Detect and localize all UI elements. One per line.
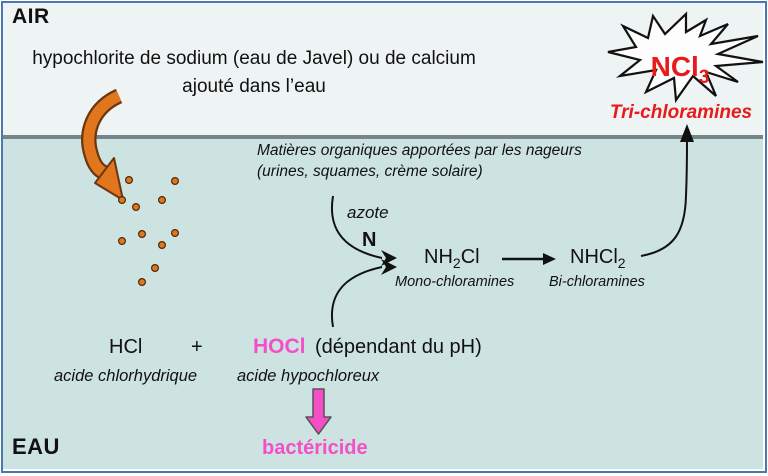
- water-zone: [3, 139, 763, 469]
- chlorine-droplets-icon: [117, 176, 180, 287]
- azote-label: azote: [347, 203, 389, 222]
- nitrogen-symbol: N: [362, 229, 377, 251]
- organic-matter-line1: Matières organiques apportées par les na…: [257, 142, 582, 159]
- hocl-formula: HOCl: [253, 335, 306, 358]
- mono-chloramines-label: Mono-chloramines: [395, 274, 515, 290]
- ph-dependence-note: (dépendant du pH): [315, 336, 482, 358]
- bactericide-arrow-icon: [305, 388, 332, 435]
- bactericide-label: bactéricide: [262, 437, 368, 459]
- mono-chloramine-formula: NH2Cl: [424, 246, 480, 271]
- organic-matter-line2: (urines, squames, crème solaire): [257, 163, 483, 180]
- tri-chloramines-label: Tri-chloramines: [609, 102, 753, 123]
- tri-chloramine-formula: NCl3: [651, 51, 710, 88]
- bi-chloramines-label: Bi-chloramines: [549, 274, 645, 290]
- plus-sign: +: [191, 336, 203, 358]
- hocl-name-label: acide hypochloreux: [237, 367, 380, 385]
- water-surface-line: [3, 135, 763, 139]
- hcl-name-label: acide chlorhydrique: [54, 367, 198, 385]
- mono-to-bi-arrow: [502, 253, 556, 265]
- air-zone-label: AIR: [12, 5, 50, 28]
- hcl-formula: HCl: [109, 336, 143, 358]
- intro-text: hypochlorite de sodium (eau de Javel) ou…: [8, 45, 500, 101]
- intro-line1: hypochlorite de sodium (eau de Javel) ou…: [32, 48, 476, 69]
- organic-matter-text: Matières organiques apportées par les na…: [257, 140, 582, 182]
- water-zone-label: EAU: [12, 434, 60, 459]
- bi-chloramine-formula: NHCl2: [570, 246, 626, 271]
- explosion-starburst-icon: NCl3: [607, 11, 764, 104]
- bi-to-tri-arrow: [640, 124, 694, 257]
- hocl-curve-arrow: [331, 259, 397, 328]
- chlorine-pour-arrow-icon: [81, 88, 124, 201]
- intro-line2: ajouté dans l’eau: [182, 76, 326, 97]
